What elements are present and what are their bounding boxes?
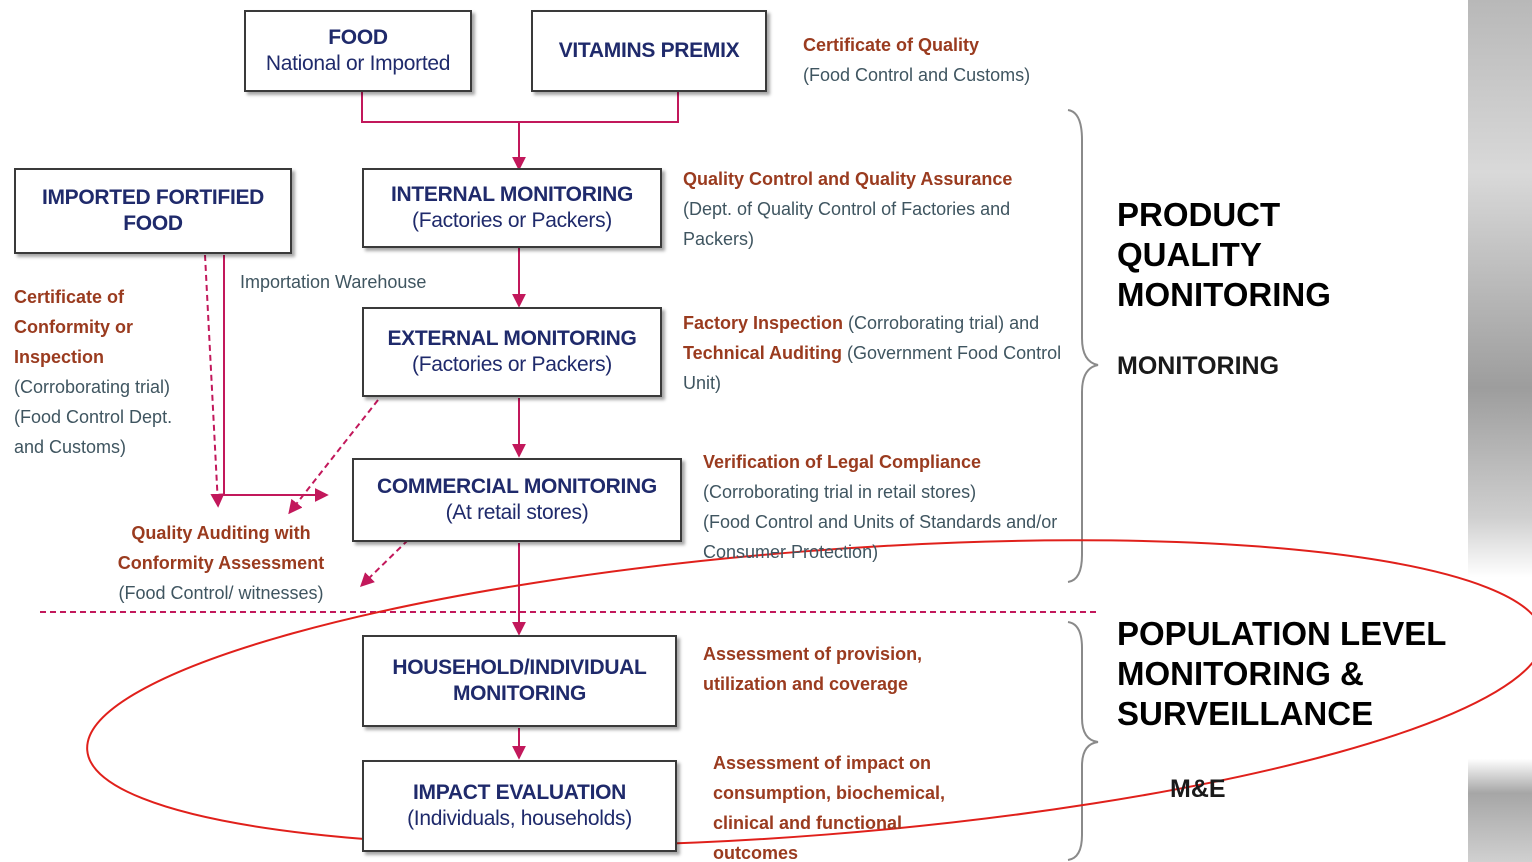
note-legal: Verification of Legal Compliance (Corrob… bbox=[703, 447, 1068, 567]
box-internal-sub: (Factories or Packers) bbox=[412, 209, 612, 232]
note-qcqa: Quality Control and Quality Assurance (D… bbox=[683, 164, 1068, 254]
label-population: POPULATION LEVEL MONITORING & SURVEILLAN… bbox=[1117, 615, 1446, 732]
dashed-import-audit bbox=[204, 254, 225, 508]
box-vitamins: VITAMINS PREMIX bbox=[531, 10, 767, 92]
box-household-title: HOUSEHOLD/INDIVIDUAL MONITORING bbox=[392, 656, 647, 705]
box-vitamins-title: VITAMINS PREMIX bbox=[558, 39, 740, 62]
note-factory-mid: (Corroborating trial) and bbox=[843, 313, 1040, 333]
note-auditing: Quality Auditing with Conformity Assessm… bbox=[96, 518, 346, 608]
note-conformity-head: Certificate of Conformity or Inspection bbox=[14, 287, 133, 367]
box-commercial-sub: (At retail stores) bbox=[445, 501, 589, 524]
box-impact-sub: (Individuals, households) bbox=[407, 807, 632, 830]
box-household: HOUSEHOLD/INDIVIDUAL MONITORING bbox=[362, 635, 677, 727]
note-factory-head1: Factory Inspection bbox=[683, 313, 844, 333]
note-legal-head: Verification of Legal Compliance bbox=[703, 452, 982, 472]
note-conformity: Certificate of Conformity or Inspection … bbox=[14, 282, 204, 462]
highlight-ellipse bbox=[86, 539, 1532, 847]
note-factory-head2: Technical Auditing bbox=[683, 343, 843, 363]
note-provision-head: Assessment of provision, utilization and… bbox=[703, 644, 923, 694]
note-cert-quality-body: (Food Control and Customs) bbox=[803, 65, 1031, 85]
box-food: FOOD National or Imported bbox=[244, 10, 472, 92]
note-factory: Factory Inspection (Corroborating trial)… bbox=[683, 308, 1068, 398]
note-warehouse: Importation Warehouse bbox=[240, 272, 427, 292]
brace-product bbox=[1067, 109, 1099, 583]
note-conformity-body: (Corroborating trial) (Food Control Dept… bbox=[14, 377, 173, 457]
box-internal-title: INTERNAL MONITORING bbox=[390, 183, 634, 206]
box-external-title: EXTERNAL MONITORING bbox=[387, 327, 637, 350]
note-auditing-body: (Food Control/ witnesses) bbox=[118, 583, 324, 603]
note-provision: Assessment of provision, utilization and… bbox=[703, 639, 963, 699]
merge-connector bbox=[361, 92, 679, 123]
box-impact-title: IMPACT EVALUATION bbox=[412, 781, 627, 804]
note-qcqa-head: Quality Control and Quality Assurance bbox=[683, 169, 1013, 189]
note-impact-head: Assessment of impact on consumption, bio… bbox=[713, 753, 946, 862]
dashed-external-audit bbox=[288, 399, 379, 515]
box-imported: IMPORTED FORTIFIED FOOD bbox=[14, 168, 292, 254]
note-factory-body: (Government Food Control Unit) bbox=[683, 343, 1062, 393]
note-cert-quality: Certificate of Quality (Food Control and… bbox=[803, 30, 1093, 90]
note-auditing-head: Quality Auditing with Conformity Assessm… bbox=[117, 523, 325, 573]
note-cert-quality-head: Certificate of Quality bbox=[803, 35, 980, 55]
note-legal-body2: (Food Control and Units of Standards and… bbox=[703, 512, 1058, 562]
box-internal: INTERNAL MONITORING (Factories or Packer… bbox=[362, 168, 662, 248]
brace-population bbox=[1067, 621, 1099, 861]
note-legal-body1: (Corroborating trial in retail stores) bbox=[703, 482, 977, 502]
box-food-sub: National or Imported bbox=[265, 52, 451, 75]
note-impact: Assessment of impact on consumption, bio… bbox=[713, 748, 983, 862]
dashed-commercial-audit bbox=[359, 539, 409, 587]
box-food-title: FOOD bbox=[328, 26, 388, 49]
box-commercial: COMMERCIAL MONITORING (At retail stores) bbox=[352, 458, 682, 542]
label-product-quality: PRODUCT QUALITY MONITORING bbox=[1117, 196, 1331, 313]
note-qcqa-body: (Dept. of Quality Control of Factories a… bbox=[683, 199, 1011, 249]
label-monitoring: MONITORING bbox=[1117, 352, 1280, 380]
box-external-sub: (Factories or Packers) bbox=[412, 353, 612, 376]
box-commercial-title: COMMERCIAL MONITORING bbox=[377, 475, 657, 498]
box-imported-title: IMPORTED FORTIFIED FOOD bbox=[41, 186, 265, 235]
box-external: EXTERNAL MONITORING (Factories or Packer… bbox=[362, 307, 662, 397]
box-impact: IMPACT EVALUATION (Individuals, househol… bbox=[362, 760, 677, 852]
label-me: M&E bbox=[1170, 775, 1226, 803]
background-photo bbox=[1468, 0, 1532, 862]
